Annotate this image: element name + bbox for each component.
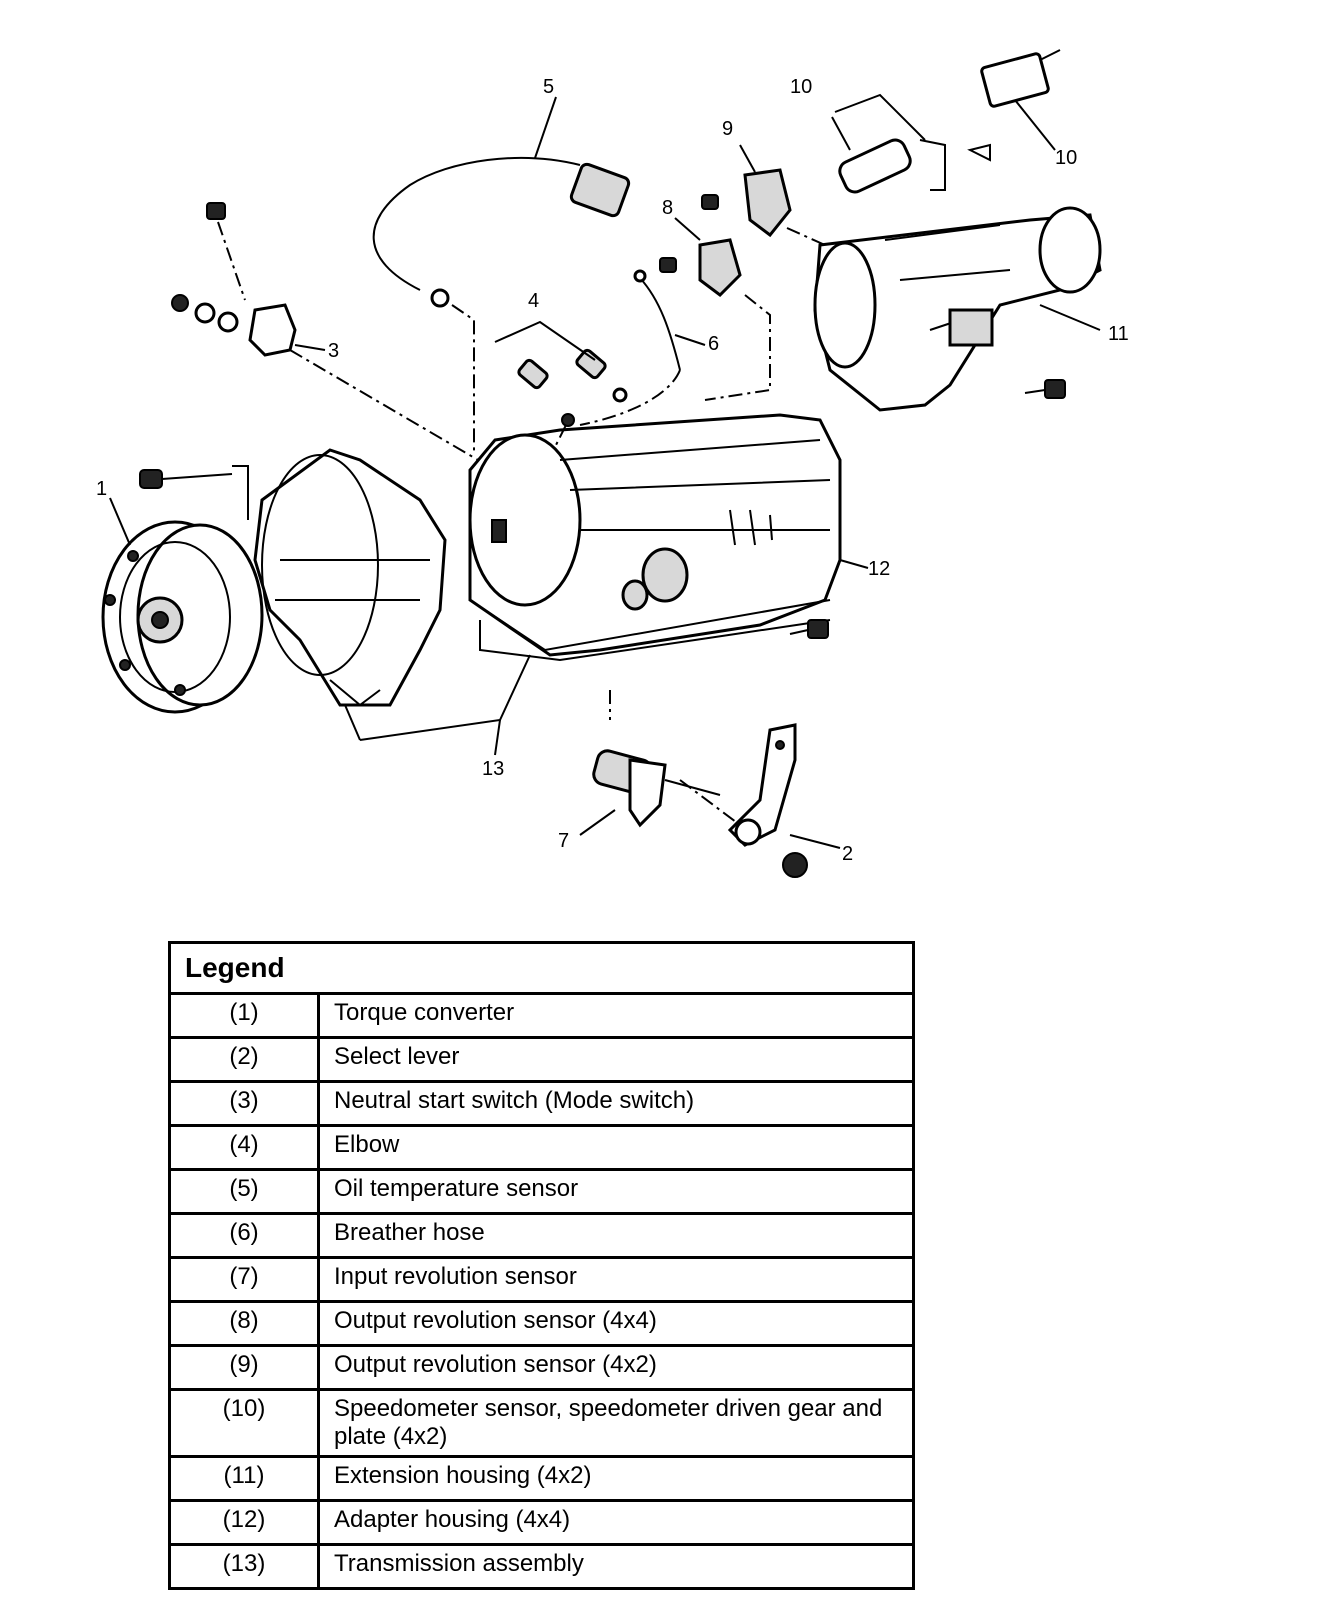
- callout-11: 11: [1108, 323, 1129, 345]
- converter-housing-part: [253, 448, 447, 707]
- legend-number: (2): [168, 1036, 320, 1083]
- transmission-assembly-part: [468, 413, 842, 662]
- elbow-part: [517, 348, 628, 427]
- neutral-start-switch-part: [171, 202, 297, 357]
- input-revolution-sensor-part: [592, 749, 721, 828]
- callout-4: 4: [528, 290, 539, 312]
- legend-number: (10): [168, 1388, 320, 1458]
- legend-description: Neutral start switch (Mode switch): [317, 1080, 915, 1127]
- legend-row: (6)Breather hose: [168, 1212, 915, 1259]
- legend-number: (6): [168, 1212, 320, 1259]
- legend-number: (5): [168, 1168, 320, 1215]
- legend-row: (1)Torque converter: [168, 992, 915, 1039]
- legend-number: (12): [168, 1499, 320, 1546]
- legend-description: Oil temperature sensor: [317, 1168, 915, 1215]
- callout-9: 9: [722, 118, 733, 140]
- callout-2: 2: [842, 843, 853, 865]
- legend-row: (11)Extension housing (4x2): [168, 1455, 915, 1502]
- callout-1: 1: [96, 478, 107, 500]
- legend-description: Torque converter: [317, 992, 915, 1039]
- legend-number: (3): [168, 1080, 320, 1127]
- legend-number: (7): [168, 1256, 320, 1303]
- legend-row: (3)Neutral start switch (Mode switch): [168, 1080, 915, 1127]
- legend-table: Legend (1)Torque converter (2)Select lev…: [168, 941, 915, 1590]
- legend-description: Input revolution sensor: [317, 1256, 915, 1303]
- legend-header-row: Legend: [168, 941, 915, 995]
- speedometer-sensor-part: [838, 49, 1061, 194]
- legend-number: (11): [168, 1455, 320, 1502]
- callout-10: 10: [790, 76, 812, 98]
- legend-row: (5)Oil temperature sensor: [168, 1168, 915, 1215]
- legend-number: (8): [168, 1300, 320, 1347]
- output-revolution-sensor-4x4-part: [659, 238, 742, 297]
- legend-description: Output revolution sensor (4x4): [317, 1300, 915, 1347]
- callout-7: 7: [558, 830, 569, 852]
- callout-13: 13: [482, 758, 504, 780]
- legend-row: (13)Transmission assembly: [168, 1543, 915, 1590]
- legend-description: Adapter housing (4x4): [317, 1499, 915, 1546]
- legend-title: Legend: [168, 941, 915, 995]
- legend-row: (12)Adapter housing (4x4): [168, 1499, 915, 1546]
- adapter-housing-bolt: [789, 619, 829, 639]
- legend-row: (8)Output revolution sensor (4x4): [168, 1300, 915, 1347]
- oil-temperature-sensor-harness: [372, 157, 631, 308]
- legend-row: (2)Select lever: [168, 1036, 915, 1083]
- assembly-guide-lines: [289, 227, 826, 826]
- legend-description: Output revolution sensor (4x2): [317, 1344, 915, 1391]
- legend-description: Select lever: [317, 1036, 915, 1083]
- callout-8: 8: [662, 197, 673, 219]
- callout-10-second: 10: [1055, 147, 1077, 169]
- legend-row: (10)Speedometer sensor, speedometer driv…: [168, 1388, 915, 1458]
- legend-row: (7)Input revolution sensor: [168, 1256, 915, 1303]
- legend-number: (9): [168, 1344, 320, 1391]
- output-revolution-sensor-4x2-part: [701, 168, 792, 238]
- legend-description: Breather hose: [317, 1212, 915, 1259]
- legend-description: Transmission assembly: [317, 1543, 915, 1590]
- exploded-transmission-diagram: 1 2 3 4 5 6 7 8 9 10 10 11 12 13: [96, 49, 1129, 878]
- converter-housing-bolt: [139, 465, 249, 520]
- callout-3: 3: [328, 340, 339, 362]
- callout-labels: 1 2 3 4 5 6 7 8 9 10 10 11 12 13: [96, 76, 1129, 865]
- extension-housing-bolt: [1024, 379, 1066, 399]
- callout-5: 5: [543, 76, 554, 98]
- callout-leader-lines: [109, 93, 1101, 849]
- legend-number: (13): [168, 1543, 320, 1590]
- legend-description: Elbow: [317, 1124, 915, 1171]
- select-lever-part: [727, 723, 808, 878]
- callout-6: 6: [708, 333, 719, 355]
- legend-row: (9)Output revolution sensor (4x2): [168, 1344, 915, 1391]
- legend-number: (1): [168, 992, 320, 1039]
- legend-description: Extension housing (4x2): [317, 1455, 915, 1502]
- legend-number: (4): [168, 1124, 320, 1171]
- extension-housing-part: [813, 206, 1102, 412]
- legend-row: (4)Elbow: [168, 1124, 915, 1171]
- torque-converter-part: [101, 520, 264, 714]
- legend-description: Speedometer sensor, speedometer driven g…: [317, 1388, 915, 1458]
- callout-12: 12: [868, 558, 890, 580]
- breather-hose-part: [633, 269, 681, 371]
